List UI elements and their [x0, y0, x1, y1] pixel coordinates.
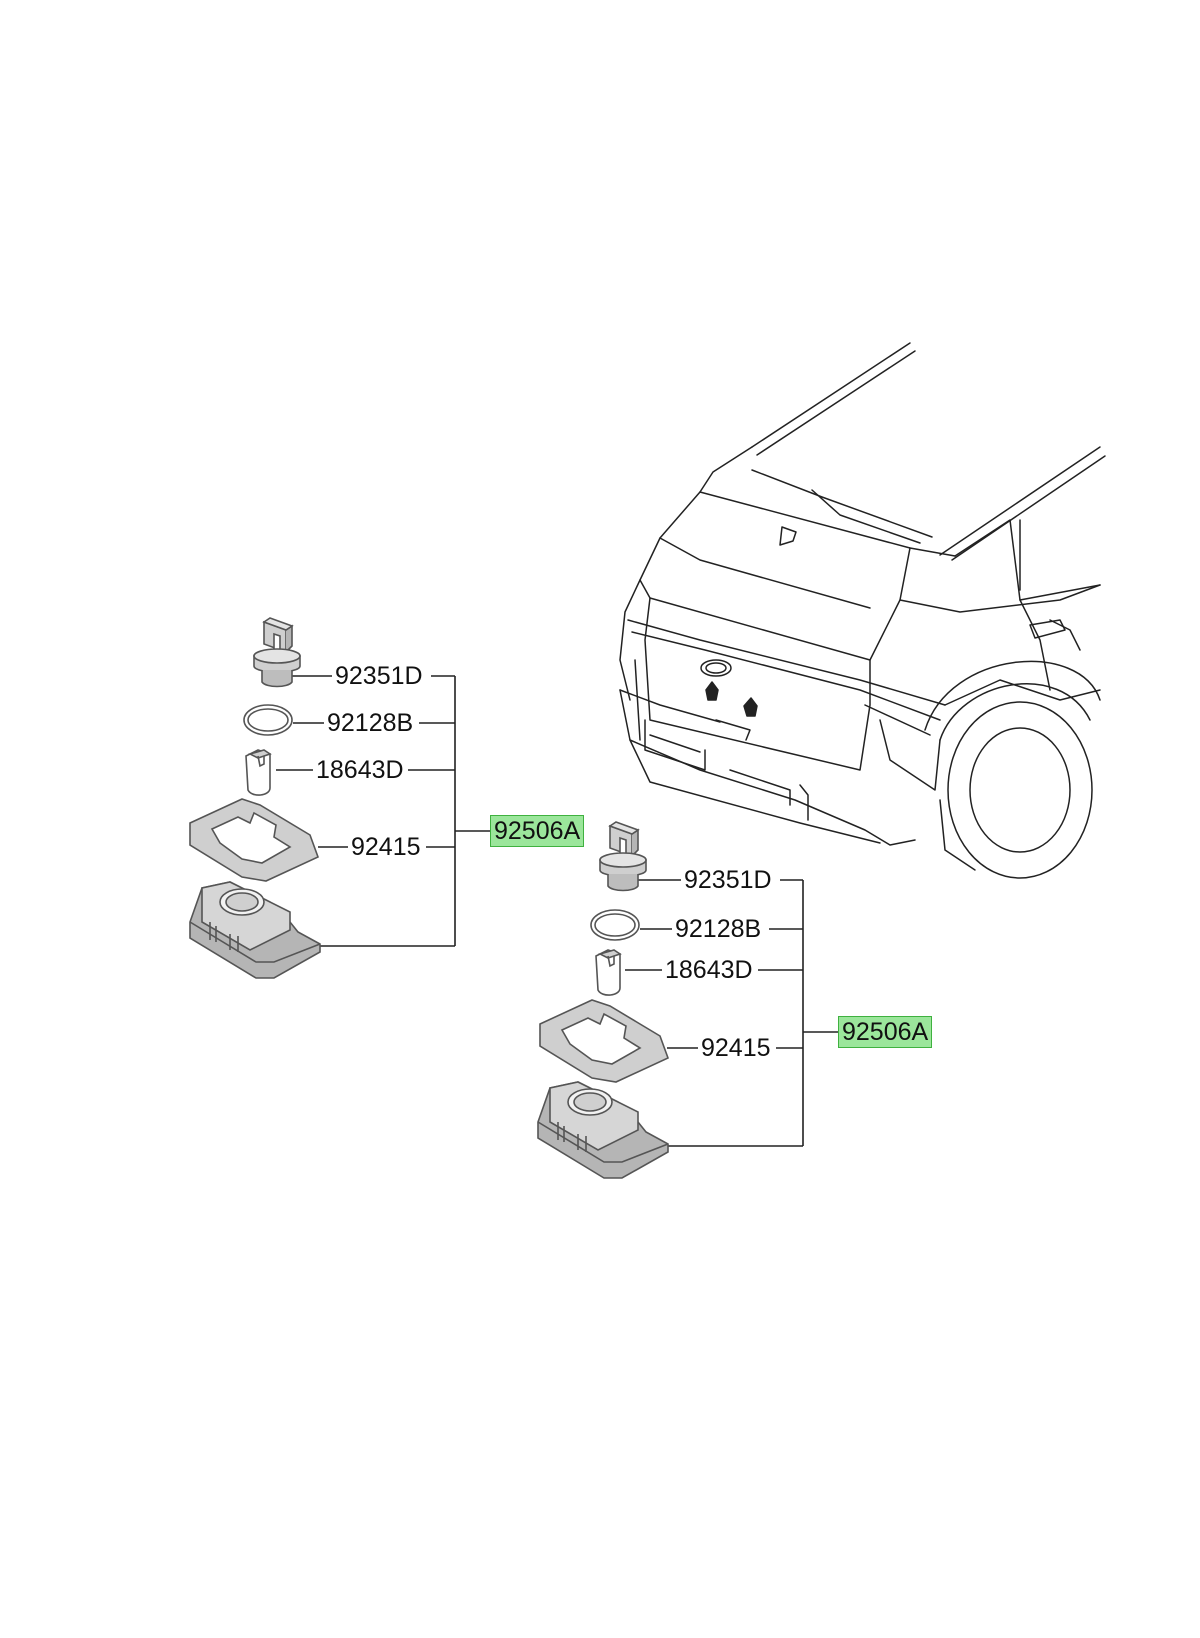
lens-gasket-icon — [189, 798, 320, 882]
part-number-label: 92415 — [348, 832, 424, 862]
bulb-socket-icon — [599, 821, 647, 892]
lamp-housing-icon — [189, 881, 321, 979]
bulb-icon — [595, 949, 622, 996]
car-rear-view-icon — [619, 342, 1106, 879]
part-number-label: 92415 — [698, 1033, 774, 1063]
part-number-label: 18643D — [662, 955, 756, 985]
part-number-label: 92128B — [324, 708, 417, 738]
part-number-label: 18643D — [313, 755, 407, 785]
o-ring-icon — [243, 704, 293, 736]
part-number-label: 92351D — [332, 661, 426, 691]
bulb-socket-icon — [253, 617, 301, 688]
lens-gasket-icon — [539, 999, 670, 1083]
assembly-label-highlighted[interactable]: 92506A — [490, 815, 585, 847]
group-2-leader-lines — [625, 879, 838, 1147]
bulb-icon — [245, 749, 272, 796]
group-1-leader-lines — [276, 675, 490, 947]
part-number-label: 92351D — [681, 865, 775, 895]
o-ring-icon — [590, 909, 640, 941]
assembly-label-highlighted[interactable]: 92506A — [838, 1016, 933, 1048]
part-number-label: 92128B — [672, 914, 765, 944]
lamp-housing-icon — [537, 1081, 669, 1179]
